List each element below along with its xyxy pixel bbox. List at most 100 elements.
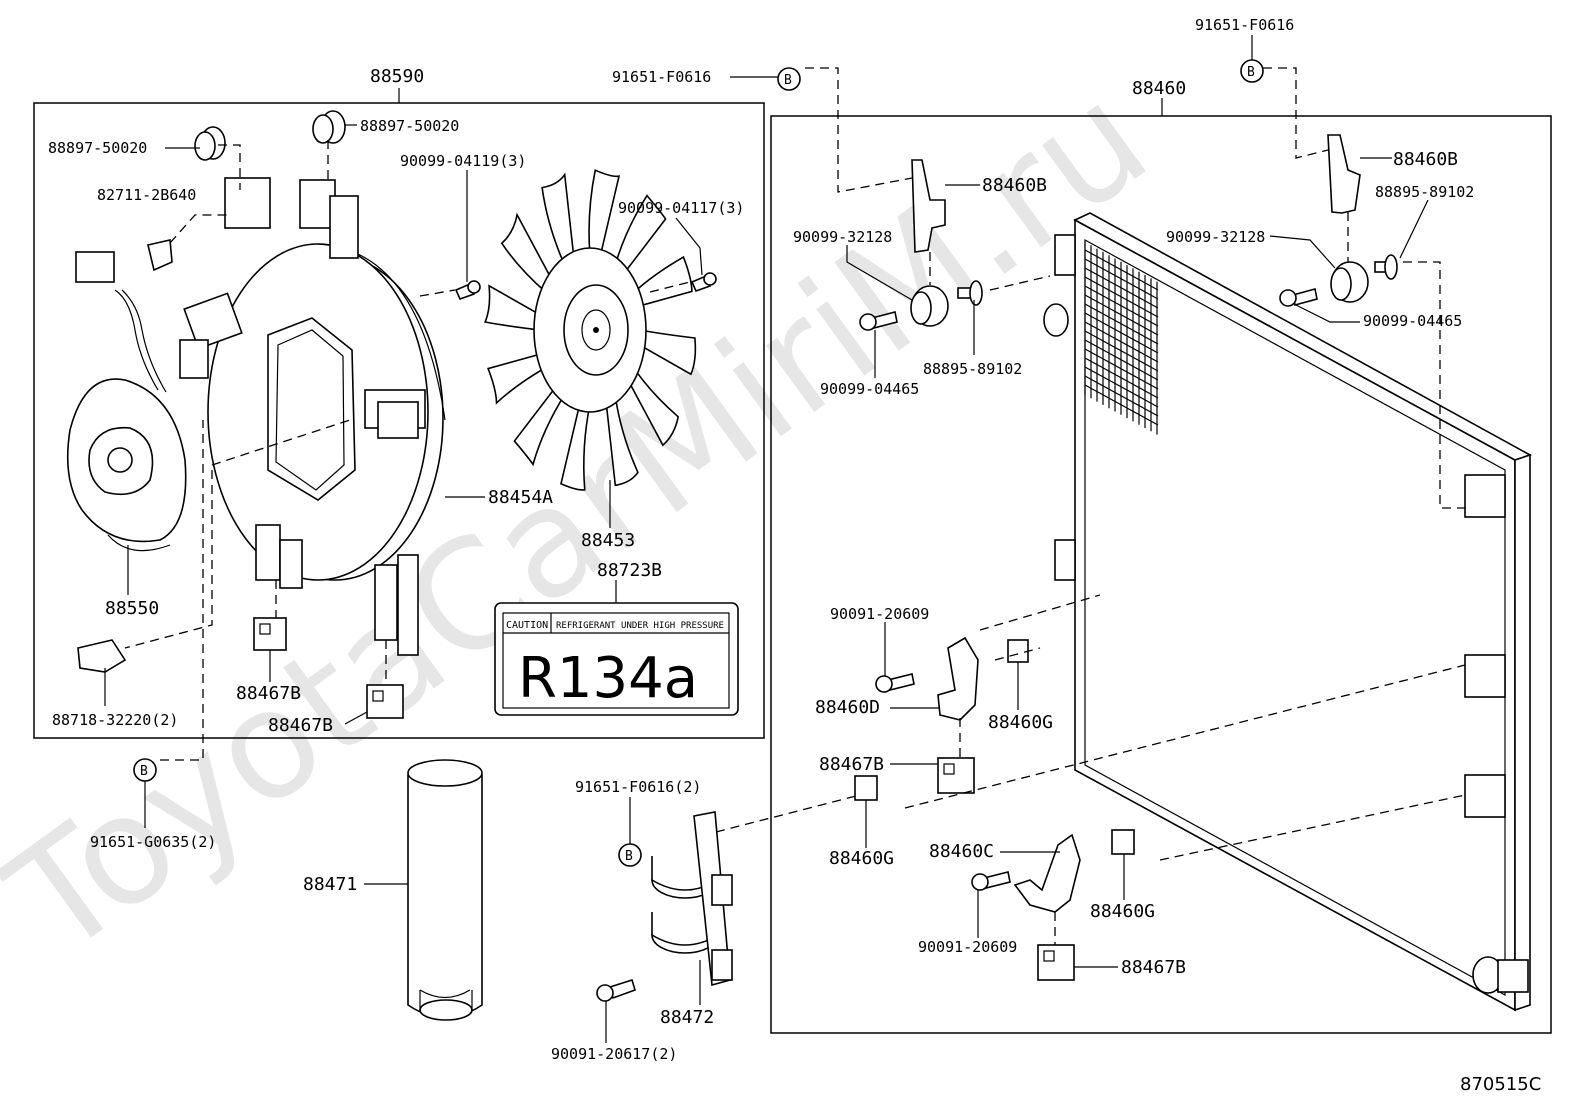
fan-blade — [626, 365, 680, 447]
condenser-fin — [1084, 276, 1159, 318]
label-clip-82711[interactable]: 82711-2B640 — [97, 186, 196, 204]
label-nut-g-1[interactable]: 88460G — [988, 712, 1053, 733]
caution-label[interactable]: CAUTION REFRIGERANT UNDER HIGH PRESSURE … — [494, 602, 739, 716]
label-caution[interactable]: 88723B — [597, 560, 662, 581]
label-bolt-20609-top[interactable]: 90091-20609 — [830, 605, 929, 623]
receiver-dryer — [407, 759, 483, 1021]
diagram-id: 870515C — [1460, 1074, 1541, 1095]
condenser-fin — [1084, 312, 1159, 354]
label-dryer-bracket[interactable]: 88472 — [660, 1007, 714, 1028]
fan-motor — [66, 251, 187, 552]
refrigerant-type: R134a — [518, 646, 698, 711]
callout-b-left[interactable]: B — [133, 758, 157, 782]
nut-g-1-part — [1007, 639, 1029, 663]
label-bracket-c[interactable]: 88460C — [929, 841, 994, 862]
screw-04117-part — [690, 272, 717, 293]
fan-assembly-label[interactable]: 88590 — [370, 66, 424, 87]
callout-b-right[interactable]: B — [1240, 59, 1264, 83]
condenser-fin — [1084, 384, 1159, 426]
caution-word: CAUTION — [506, 620, 548, 631]
bracket-b-left-part — [911, 159, 946, 253]
nut-b-right-1-part — [937, 757, 975, 794]
label-bolt-g0635[interactable]: 91651-G0635(2) — [90, 833, 216, 851]
label-cushion-left[interactable]: 90099-32128 — [793, 228, 892, 246]
fan-blade — [500, 212, 554, 295]
condenser-fin — [1084, 267, 1159, 309]
condenser-assembly-box — [770, 115, 1552, 1034]
label-pin-left[interactable]: 88895-89102 — [923, 360, 1022, 378]
label-fan[interactable]: 88453 — [581, 530, 635, 551]
part-labels: 88897-50020 88897-50020 82711-2B640 9009… — [48, 16, 1474, 1063]
condenser-fin — [1084, 357, 1159, 399]
label-screw-04465-right[interactable]: 90099-04465 — [1363, 312, 1462, 330]
pin-left-part — [957, 280, 983, 306]
condenser-fin — [1084, 285, 1159, 327]
condenser-fin — [1084, 303, 1159, 345]
label-pin-right[interactable]: 88895-89102 — [1375, 183, 1474, 201]
condenser-fin — [1084, 348, 1159, 390]
callout-b-top[interactable]: B — [777, 67, 801, 91]
label-shroud[interactable]: 88454A — [488, 487, 553, 508]
label-bolt-20609-bottom[interactable]: 90091-20609 — [918, 938, 1017, 956]
label-nut-b-right-2[interactable]: 88467B — [1121, 957, 1186, 978]
fan-blade — [605, 392, 639, 487]
label-connector-clip[interactable]: 88718-32220(2) — [52, 711, 178, 729]
leader-lines — [104, 35, 1429, 1043]
condenser-fin — [1084, 258, 1159, 300]
grommet-right-part — [312, 110, 346, 144]
label-nut-g-2[interactable]: 88460G — [829, 848, 894, 869]
label-motor[interactable]: 88550 — [105, 598, 159, 619]
fan-blade — [541, 172, 575, 268]
nut-left-1-part — [253, 617, 287, 651]
svg-text:B: B — [140, 764, 148, 779]
svg-text:B: B — [625, 849, 633, 864]
label-bracket-b-right[interactable]: 88460B — [1393, 149, 1458, 170]
label-grommet-left[interactable]: 88897-50020 — [48, 139, 147, 157]
label-receiver-dryer[interactable]: 88471 — [303, 874, 357, 895]
connector-clip-part — [77, 639, 127, 673]
grommet-left-part — [194, 126, 226, 161]
label-nut-b-right-1[interactable]: 88467B — [819, 754, 884, 775]
fan-blade — [638, 329, 697, 376]
bracket-d-part — [937, 636, 979, 721]
label-grommet-right[interactable]: 88897-50020 — [360, 117, 459, 135]
fan-blade — [513, 384, 567, 467]
screw-04465-left-part — [859, 311, 898, 331]
condenser-assembly-label[interactable]: 88460 — [1132, 78, 1186, 99]
pin-right-part — [1374, 254, 1398, 280]
bracket-b-right-part — [1327, 134, 1361, 214]
label-nut-g-3[interactable]: 88460G — [1090, 901, 1155, 922]
screw-04465-right-part — [1279, 288, 1318, 307]
fan-shroud — [179, 177, 446, 656]
fan-blade — [614, 194, 667, 276]
bracket-c-part — [1013, 833, 1081, 913]
label-bolt-f0616-top[interactable]: 91651-F0616 — [612, 68, 711, 86]
label-screw-04117[interactable]: 90099-04117(3) — [618, 199, 744, 217]
bolt-20609-bottom-part — [971, 871, 1011, 891]
condenser-fin — [1084, 375, 1159, 417]
bolt-20609-top-part — [875, 673, 915, 693]
bolt-20617-part — [596, 978, 636, 1002]
condenser-fin — [1084, 339, 1159, 381]
assembly-lines — [124, 67, 1468, 945]
label-screw-04119[interactable]: 90099-04119(3) — [400, 152, 526, 170]
nut-g-3-part — [1111, 829, 1135, 855]
label-nut-left-2[interactable]: 88467B — [268, 715, 333, 736]
nut-left-2-part — [366, 684, 404, 719]
label-bolt-f0616-right[interactable]: 91651-F0616 — [1195, 16, 1294, 34]
label-cushion-right[interactable]: 90099-32128 — [1166, 228, 1265, 246]
label-bolt-20617[interactable]: 90091-20617(2) — [551, 1045, 677, 1063]
cushion-left-part — [910, 285, 949, 327]
condenser-fin — [1084, 249, 1159, 291]
label-bracket-d[interactable]: 88460D — [815, 697, 880, 718]
clip-82711-part — [147, 239, 173, 272]
condenser-fin — [1084, 321, 1159, 363]
label-nut-left-1[interactable]: 88467B — [236, 683, 301, 704]
callout-b-bracket[interactable]: B — [618, 843, 642, 867]
label-bolt-f0616-bracket[interactable]: 91651-F0616(2) — [575, 778, 701, 796]
label-bracket-b-left[interactable]: 88460B — [982, 175, 1047, 196]
nut-b-right-2-part — [1037, 944, 1075, 981]
label-screw-04465-left[interactable]: 90099-04465 — [820, 380, 919, 398]
